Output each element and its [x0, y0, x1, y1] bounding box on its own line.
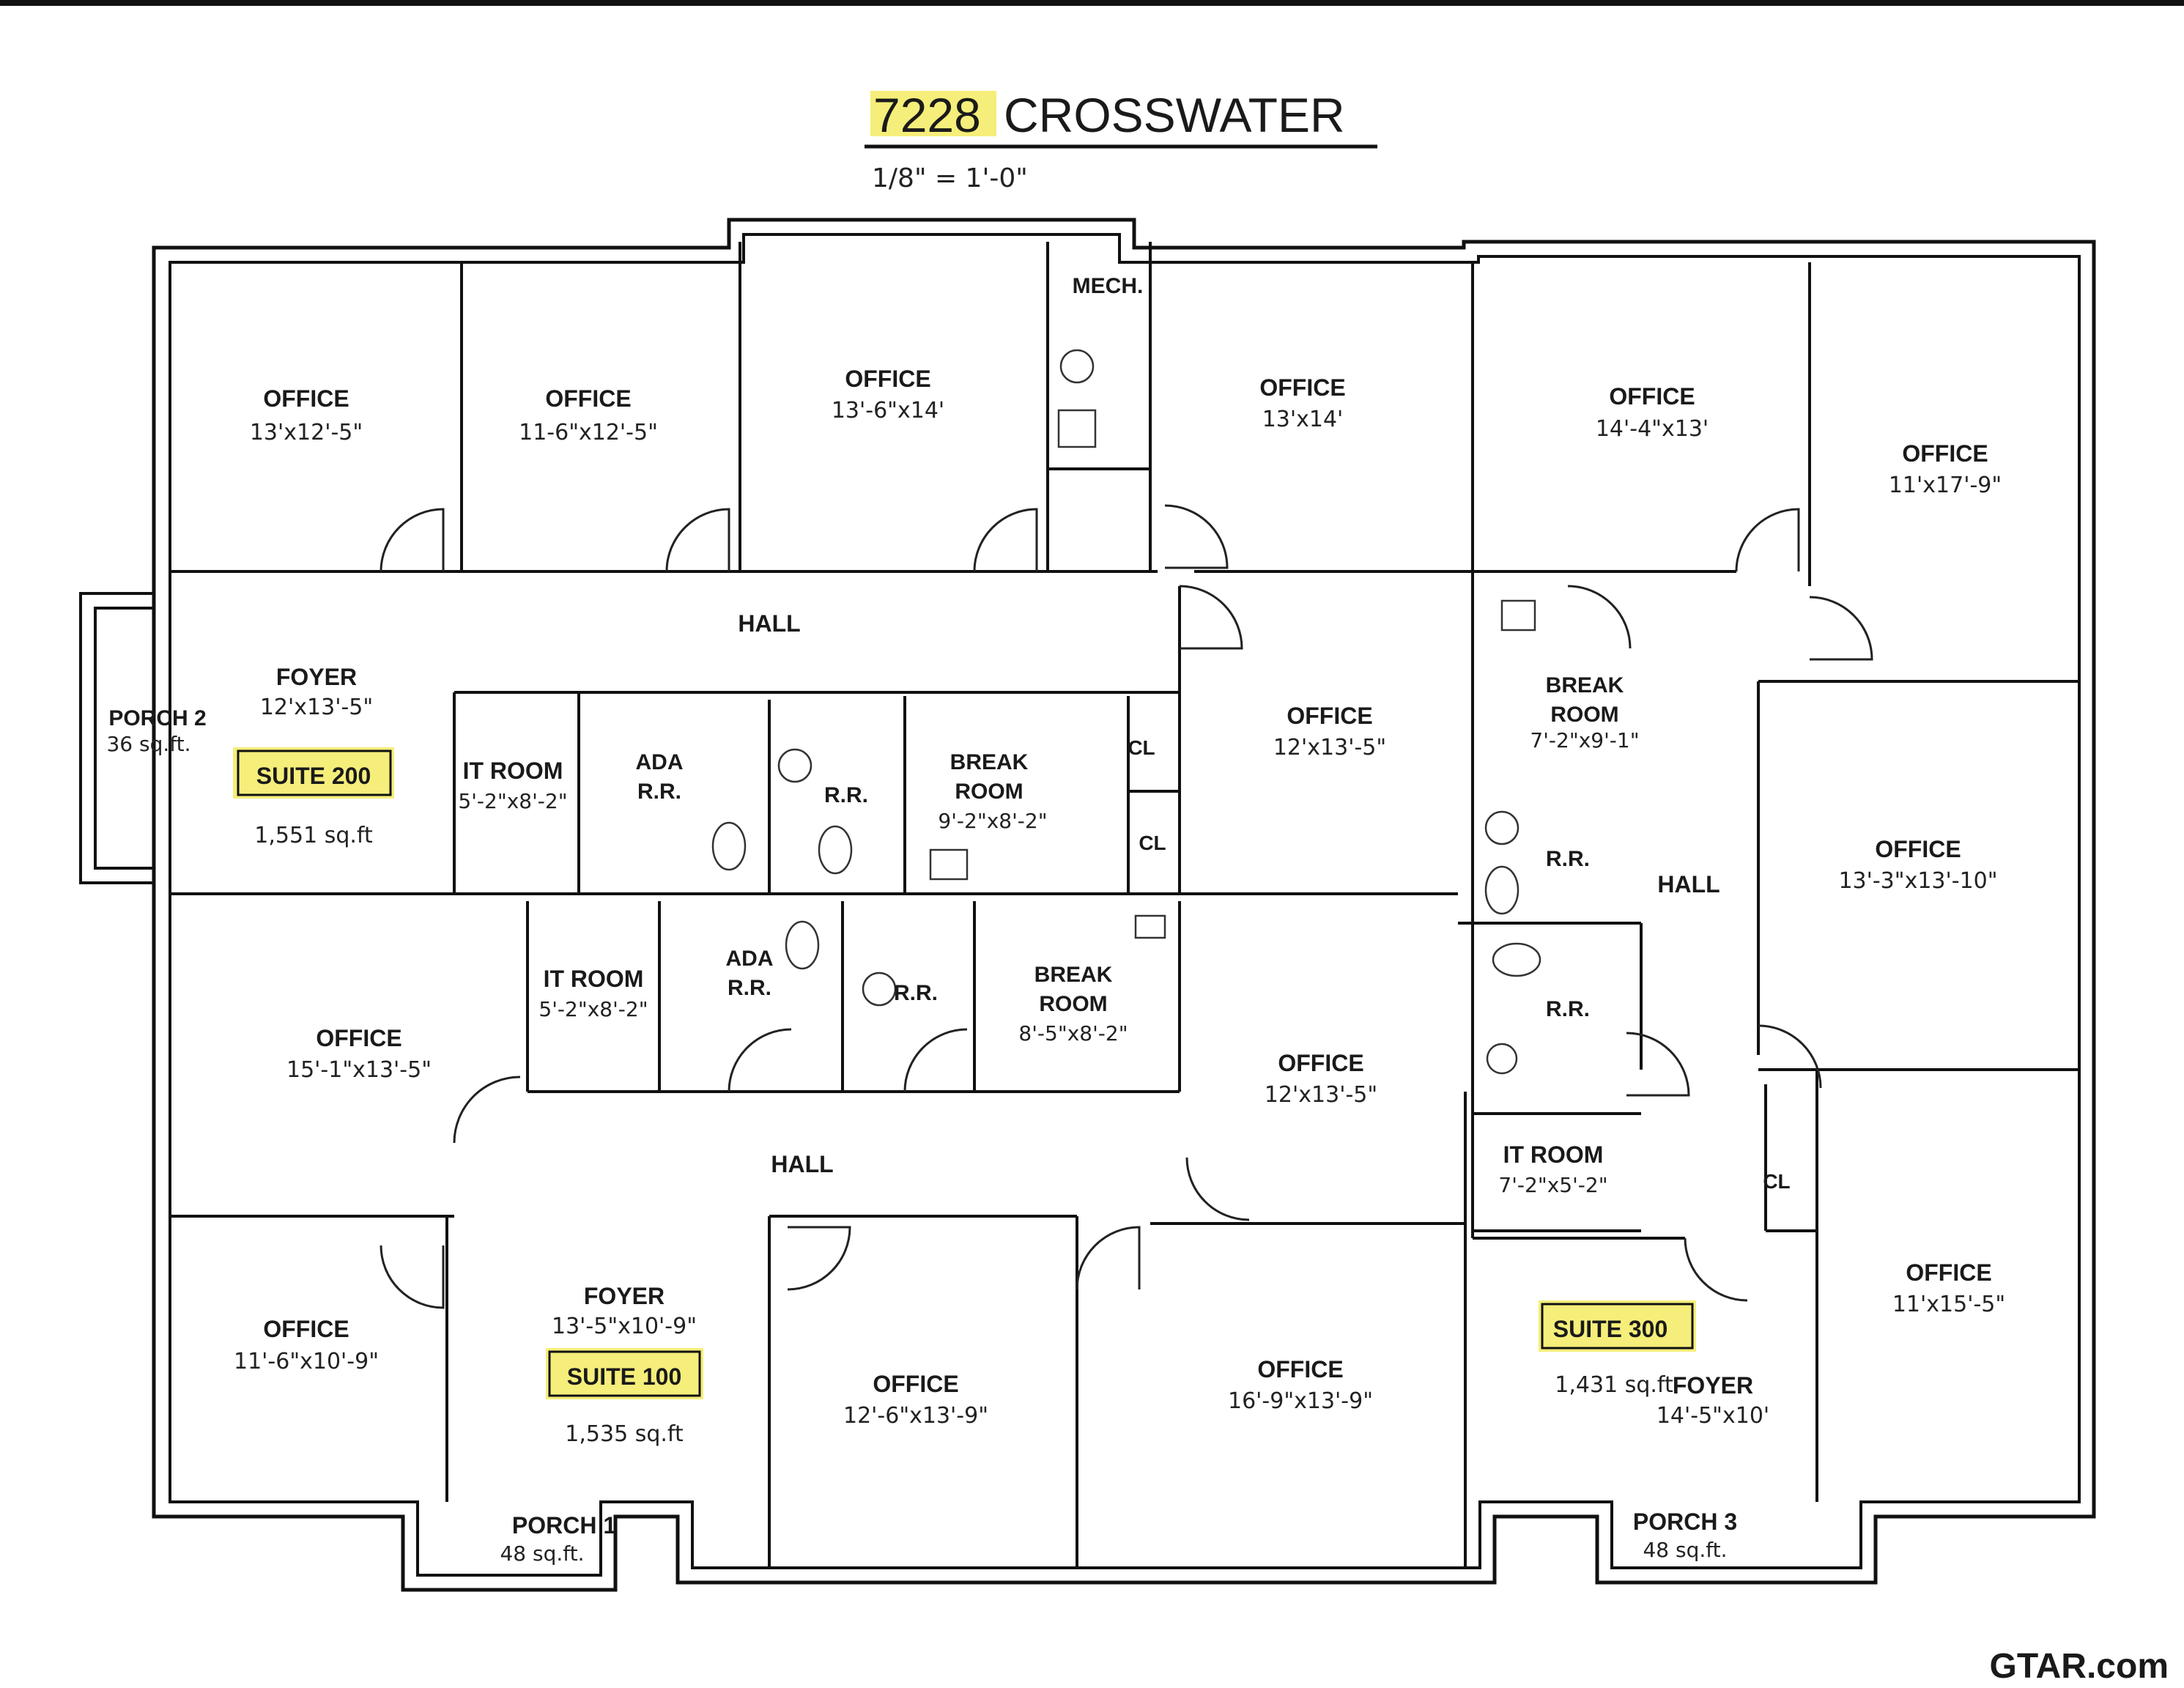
room-break-room-3-dim: 8'-5"x8'-2": [1018, 1021, 1128, 1045]
room-it-room-3-name: IT ROOM: [1503, 1141, 1604, 1168]
title-highlight: [870, 91, 996, 136]
room-foyer-100-dim: 13'-5"x10'-9": [552, 1314, 697, 1339]
hall-top-label: HALL: [738, 610, 800, 637]
room-break-room-1-name: BREAK: [950, 750, 1029, 774]
room-break-room-3-name: BREAK: [1034, 963, 1113, 987]
suite-200-name: SUITE 200: [256, 763, 371, 789]
fixtures: [711, 349, 1541, 1075]
porch-1-name: PORCH 1: [512, 1512, 616, 1539]
suite-300-box: [1541, 1303, 1694, 1350]
porch-1-area: 48 sq.ft.: [500, 1541, 584, 1566]
room-office-a-dim: 13'x12'-5": [250, 420, 363, 445]
inner-wall-line: [169, 233, 2081, 1577]
porch-2-area: 36 sq.ft.: [106, 732, 190, 756]
suite-200-box: [237, 749, 392, 796]
porch-2-name: PORCH 2: [108, 706, 206, 730]
suite-100-name: SUITE 100: [567, 1363, 682, 1390]
room-office-h-dim: 13'-3"x13'-10": [1838, 868, 1997, 894]
room-ada-rr-1-name: ADA: [636, 750, 684, 774]
room-foyer-200-dim: 12'x13'-5": [260, 695, 373, 720]
room-office-k-dim: 11'-6"x10'-9": [234, 1349, 379, 1374]
room-it-room-3-dim: 7'-2"x5'-2": [1498, 1173, 1607, 1197]
room-office-n-dim: 11'x15'-5": [1892, 1292, 2005, 1317]
porch-3-area: 48 sq.ft.: [1643, 1538, 1727, 1562]
room-labels: OFFICE 13'x12'-5" OFFICE 11-6"x12'-5" OF…: [106, 274, 2005, 1566]
room-it-room-2-dim: 5'-2"x8'-2": [538, 997, 648, 1021]
room-mech-name: MECH.: [1073, 274, 1144, 298]
outer-wall-line: [152, 218, 2096, 1592]
hall-bottom-label: HALL: [771, 1151, 833, 1177]
room-rr-2-name: R.R.: [1546, 847, 1590, 871]
scale-label: 1/8" = 1'-0": [872, 163, 1028, 193]
room-office-j-name: OFFICE: [1278, 1050, 1363, 1076]
closet-3-label: CL: [1763, 1170, 1790, 1193]
room-foyer-300-dim: 14'-5"x10': [1656, 1403, 1769, 1429]
room-office-m-dim: 16'-9"x13'-9": [1228, 1388, 1373, 1414]
room-break-room-1-name2: ROOM: [955, 780, 1023, 804]
room-office-i-name: OFFICE: [316, 1025, 401, 1051]
suite-300-name: SUITE 300: [1553, 1316, 1668, 1342]
room-break-room-2-dim: 7'-2"x9'-1": [1530, 728, 1639, 752]
suite-100-box: [548, 1350, 701, 1397]
room-office-i-dim: 15'-1"x13'-5": [286, 1057, 432, 1083]
room-office-h-name: OFFICE: [1875, 836, 1961, 862]
room-office-b-dim: 11-6"x12'-5": [519, 420, 658, 445]
room-office-j-dim: 12'x13'-5": [1265, 1082, 1377, 1108]
room-break-room-1-dim: 9'-2"x8'-2": [938, 809, 1047, 833]
room-it-room-1-name: IT ROOM: [463, 758, 563, 784]
room-office-d-dim: 13'x14': [1262, 407, 1344, 432]
room-office-n-name: OFFICE: [1906, 1259, 1991, 1286]
room-office-f-dim: 11'x17'-9": [1889, 473, 2002, 498]
room-office-a-name: OFFICE: [263, 385, 349, 412]
room-rr-3-name: R.R.: [894, 981, 938, 1005]
suite-300-area: 1,431 sq.ft: [1555, 1372, 1673, 1398]
suite-200-highlight: [233, 747, 394, 799]
room-break-room-2-name: BREAK: [1546, 673, 1624, 697]
room-office-b-name: OFFICE: [545, 385, 631, 412]
room-foyer-100-name: FOYER: [584, 1283, 665, 1309]
porch-3-name: PORCH 3: [1633, 1509, 1737, 1535]
room-office-l-name: OFFICE: [873, 1371, 958, 1397]
room-office-k-name: OFFICE: [263, 1316, 349, 1342]
scan-edge: [0, 0, 2184, 6]
room-office-d-name: OFFICE: [1259, 374, 1345, 401]
closet-1-label: CL: [1128, 736, 1155, 759]
room-office-g-name: OFFICE: [1287, 703, 1372, 729]
room-foyer-300-name: FOYER: [1673, 1372, 1753, 1399]
room-it-room-1-dim: 5'-2"x8'-2": [458, 789, 567, 813]
title-number: 7228: [873, 88, 981, 142]
room-ada-rr-2-name2: R.R.: [728, 976, 771, 1000]
room-office-g-dim: 12'x13'-5": [1273, 735, 1386, 760]
room-break-room-2-name2: ROOM: [1550, 703, 1618, 727]
watermark-logo: GTAR.com: [1990, 1647, 2169, 1686]
room-it-room-2-name: IT ROOM: [544, 966, 644, 992]
room-ada-rr-2-name: ADA: [726, 947, 774, 971]
room-rr-4-name: R.R.: [1546, 997, 1590, 1021]
porch-2-wall: [79, 592, 154, 884]
room-office-c-name: OFFICE: [845, 366, 930, 392]
interior-walls: [169, 242, 2079, 1568]
plan-title: 7228 CROSSWATER 1/8" = 1'-0": [865, 88, 1377, 193]
doors: [380, 504, 1873, 1309]
room-foyer-200-name: FOYER: [276, 664, 357, 690]
porch-2-inner-wall: [94, 607, 154, 870]
suite-300-highlight: [1539, 1300, 1696, 1352]
room-office-e-name: OFFICE: [1609, 383, 1695, 410]
room-office-c-dim: 13'-6"x14': [832, 398, 944, 423]
title-street: CROSSWATER: [1004, 88, 1345, 142]
room-office-m-name: OFFICE: [1257, 1356, 1343, 1382]
room-ada-rr-1-name2: R.R.: [637, 780, 681, 804]
room-rr-1-name: R.R.: [824, 783, 868, 807]
exterior-walls: [79, 218, 2096, 1592]
room-office-e-dim: 14'-4"x13': [1596, 416, 1709, 442]
hall-right-label: HALL: [1657, 871, 1720, 897]
suite-200-area: 1,551 sq.ft: [254, 823, 373, 848]
room-break-room-3-name2: ROOM: [1039, 992, 1107, 1016]
closet-2-label: CL: [1139, 832, 1166, 854]
room-office-l-dim: 12'-6"x13'-9": [843, 1403, 988, 1429]
room-office-f-name: OFFICE: [1902, 440, 1988, 467]
suite-100-highlight: [546, 1348, 703, 1399]
suite-100-area: 1,535 sq.ft: [565, 1421, 684, 1447]
